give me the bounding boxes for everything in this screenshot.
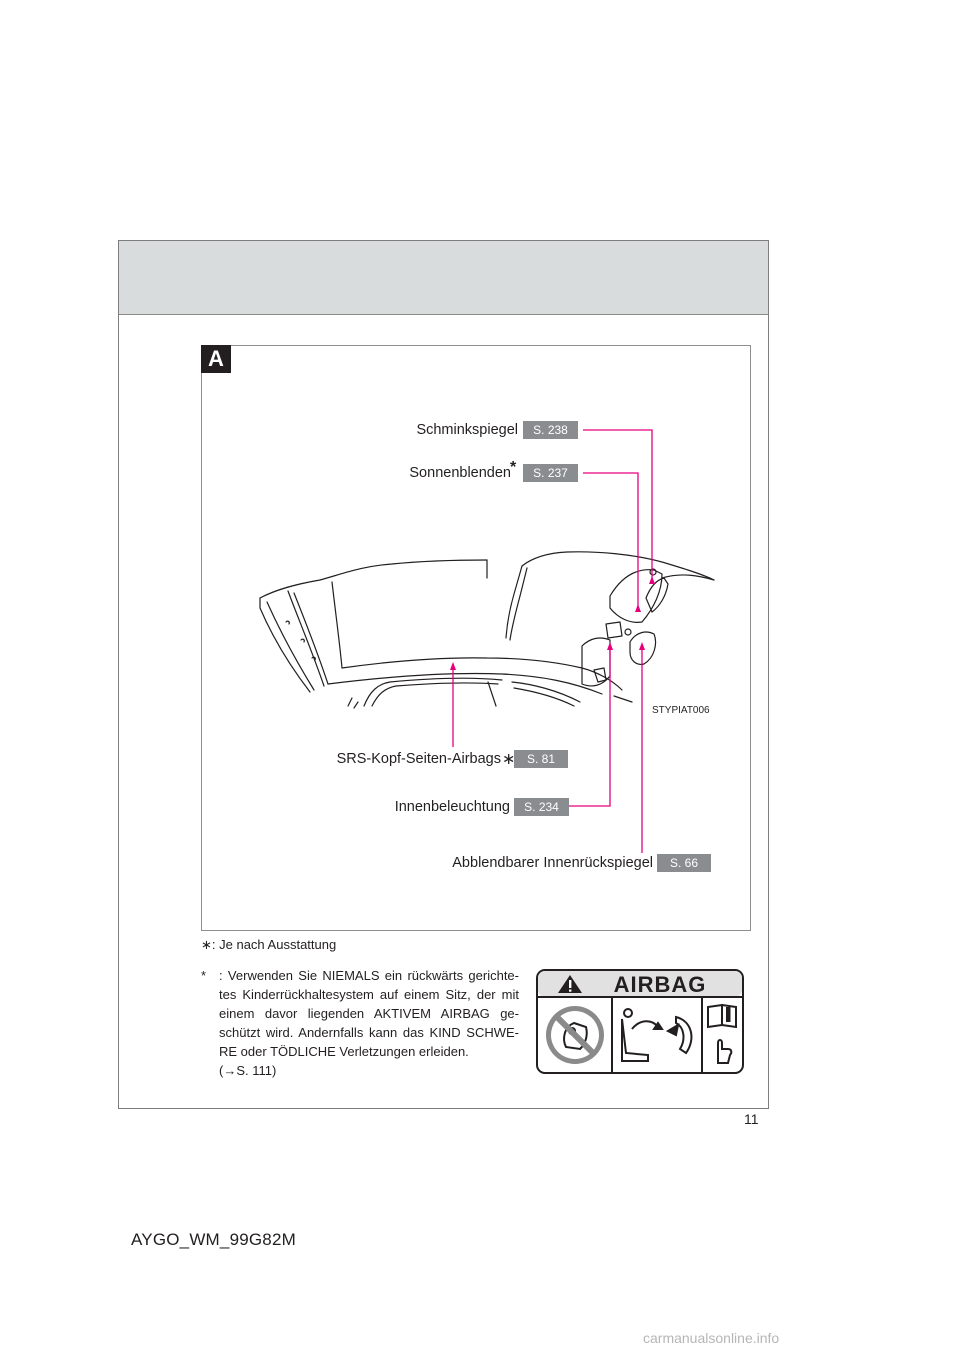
footnote-warning: * : Verwenden Sie NIEMALS ein rückwärts … xyxy=(201,966,519,1080)
equipment-mark: ∗ xyxy=(502,751,516,768)
callout-ref-interior-light[interactable]: S. 234 xyxy=(514,798,569,816)
callout-ref-vanity-mirror[interactable]: S. 238 xyxy=(523,421,578,439)
warning-triangle-icon xyxy=(558,975,582,993)
equipment-mark: ∗ xyxy=(201,937,212,952)
image-code: STYPIAT006 xyxy=(652,705,710,716)
callout-label-text: Sonnenblenden xyxy=(409,465,511,481)
airbag-warning-label: AIRBAG xyxy=(536,969,744,1074)
page-number: 11 xyxy=(744,1111,759,1127)
callout-label-vanity-mirror: Schminkspiegel xyxy=(416,422,518,438)
callout-ref-sun-visors[interactable]: S. 237 xyxy=(523,464,578,482)
footnote-equipment: ∗: Je nach Ausstattung xyxy=(201,937,336,953)
watermark: carmanualsonline.info xyxy=(643,1330,780,1346)
equipment-note: : Je nach Ausstattung xyxy=(211,937,337,952)
interior-roof-illustration xyxy=(259,429,715,853)
callout-label-interior-light: Innenbeleuchtung xyxy=(394,799,510,815)
callout-label-sun-visors: Sonnenblenden xyxy=(300,465,511,481)
no-rear-facing-seat-icon xyxy=(546,1006,604,1064)
warning-mark: * xyxy=(201,968,207,983)
document-code: AYGO_WM_99G82M xyxy=(131,1230,296,1249)
read-manual-icon xyxy=(707,1003,737,1064)
airbag-label-title: AIRBAG xyxy=(614,972,707,997)
airbag-deploy-icon xyxy=(621,1008,693,1062)
header-band xyxy=(119,241,768,315)
callout-ref-rearview-mirror[interactable]: S. 66 xyxy=(657,854,711,872)
illustration-panel xyxy=(201,345,751,931)
callout-ref-srs-airbags[interactable]: S. 81 xyxy=(514,750,568,768)
page-frame xyxy=(118,240,769,1109)
warning-note: : Verwenden Sie NIEMALS ein rückwärts ge… xyxy=(219,968,519,1059)
callout-label-rearview-mirror: Abblendbarer Innenrückspiegel xyxy=(452,855,653,871)
callout-label-srs-airbags: SRS-Kopf-Seiten-Airbags xyxy=(336,751,501,767)
section-tab: A xyxy=(201,345,231,373)
warning-ref[interactable]: (→S. 111) xyxy=(219,1063,277,1078)
